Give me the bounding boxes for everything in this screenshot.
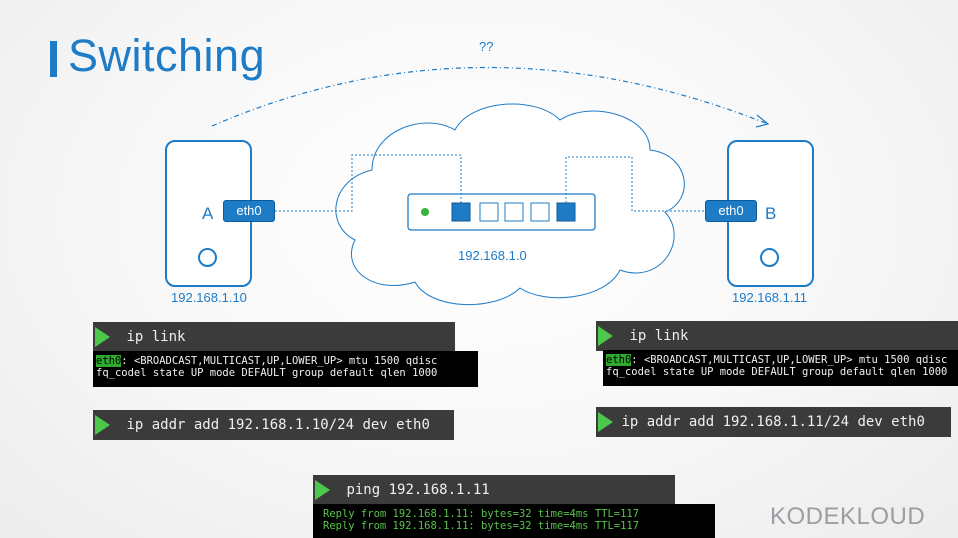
prompt-arrow-icon [95,415,110,435]
ping-reply-2: Reply from 192.168.1.11: bytes=32 time=4… [323,520,640,532]
unknown-link-arc [211,66,769,127]
iface-highlight: eth0 [606,354,632,366]
host-a-eth0-port: eth0 [223,200,275,222]
command-text: ping 192.168.1.11 [346,482,490,498]
title-accent-bar [50,41,57,77]
host-a-letter: A [202,204,214,223]
host-b-ip: 192.168.1.11 [732,290,807,305]
switch-port-5 [556,202,576,222]
host-b-eth0-port: eth0 [705,200,757,222]
switch-port-4 [530,202,550,222]
output-line-2: fq_codel state UP mode DEFAULT group def… [606,366,948,378]
command-text: ip link [126,329,186,345]
command-text: ip addr add 192.168.1.11/24 dev eth0 [621,414,925,430]
arc-arrow-head [755,114,770,128]
logo-kloud: KLOUD [840,503,926,530]
left-ip-link-command: ip link [93,322,455,352]
left-ip-link-output: eth0: <BROADCAST,MULTICAST,UP,LOWER_UP> … [93,351,478,387]
command-text: ip addr add 192.168.1.10/24 dev eth0 [126,417,430,433]
right-ip-link-output: eth0: <BROADCAST,MULTICAST,UP,LOWER_UP> … [603,350,958,386]
cable-b [565,156,704,212]
right-ip-addr-command: ip addr add 192.168.1.11/24 dev eth0 [596,407,951,437]
ping-output: Reply from 192.168.1.11: bytes=32 time=4… [313,504,715,538]
host-b-letter: B [765,204,777,223]
kodekloud-logo: KODEKLOUD [770,503,925,531]
command-text: ip link [629,328,689,344]
logo-kode: KODE [770,503,841,530]
output-line-2: fq_codel state UP mode DEFAULT group def… [96,367,438,379]
output-line-1: : <BROADCAST,MULTICAST,UP,LOWER_UP> mtu … [631,354,948,366]
switch-port-1 [451,202,471,222]
right-ip-link-command: ip link [596,321,958,351]
prompt-arrow-icon [95,327,110,347]
switch-port-3 [504,202,524,222]
network-label: 192.168.1.0 [458,248,527,263]
prompt-arrow-icon [315,480,330,500]
host-b-power-icon [760,248,779,267]
prompt-arrow-icon [598,412,613,432]
left-ip-addr-command: ip addr add 192.168.1.10/24 dev eth0 [93,410,454,440]
link-label: ?? [479,39,494,54]
switch-status-led [421,208,429,216]
output-line-1: : <BROADCAST,MULTICAST,UP,LOWER_UP> mtu … [121,355,438,367]
prompt-arrow-icon [598,326,613,346]
host-a-power-icon [198,248,217,267]
ping-command: ping 192.168.1.11 [313,475,675,504]
slide-title: Switching [68,30,266,81]
iface-highlight: eth0 [96,355,122,367]
ping-reply-1: Reply from 192.168.1.11: bytes=32 time=4… [323,508,640,520]
switch-port-2 [479,202,499,222]
host-a-ip: 192.168.1.10 [171,290,247,305]
cable-a [275,154,462,212]
